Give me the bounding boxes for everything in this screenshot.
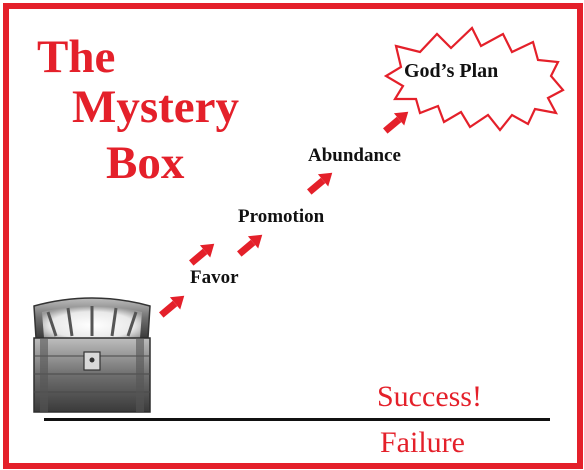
failure-label: Failure	[380, 426, 465, 459]
arrow-up-right-icon	[189, 243, 215, 266]
arrow-up-right-icon	[383, 111, 409, 134]
title-line-2: Mystery	[72, 81, 240, 133]
arrows-group	[159, 111, 409, 318]
divider-line	[44, 418, 550, 421]
gods-plan-label: God’s Plan	[404, 60, 499, 82]
title-line-1: The	[37, 31, 116, 83]
red-border-frame	[3, 3, 583, 469]
arrow-up-right-icon	[237, 234, 263, 257]
title-line-3: Box	[106, 137, 185, 189]
success-label: Success!	[377, 380, 482, 413]
arrow-up-right-icon	[159, 295, 185, 318]
step-promotion: Promotion	[238, 206, 325, 227]
arrow-up-right-icon	[307, 172, 333, 195]
starburst-icon	[383, 26, 565, 132]
step-abundance: Abundance	[308, 145, 401, 166]
step-favor: Favor	[190, 267, 239, 288]
treasure-chest-icon	[33, 297, 151, 413]
